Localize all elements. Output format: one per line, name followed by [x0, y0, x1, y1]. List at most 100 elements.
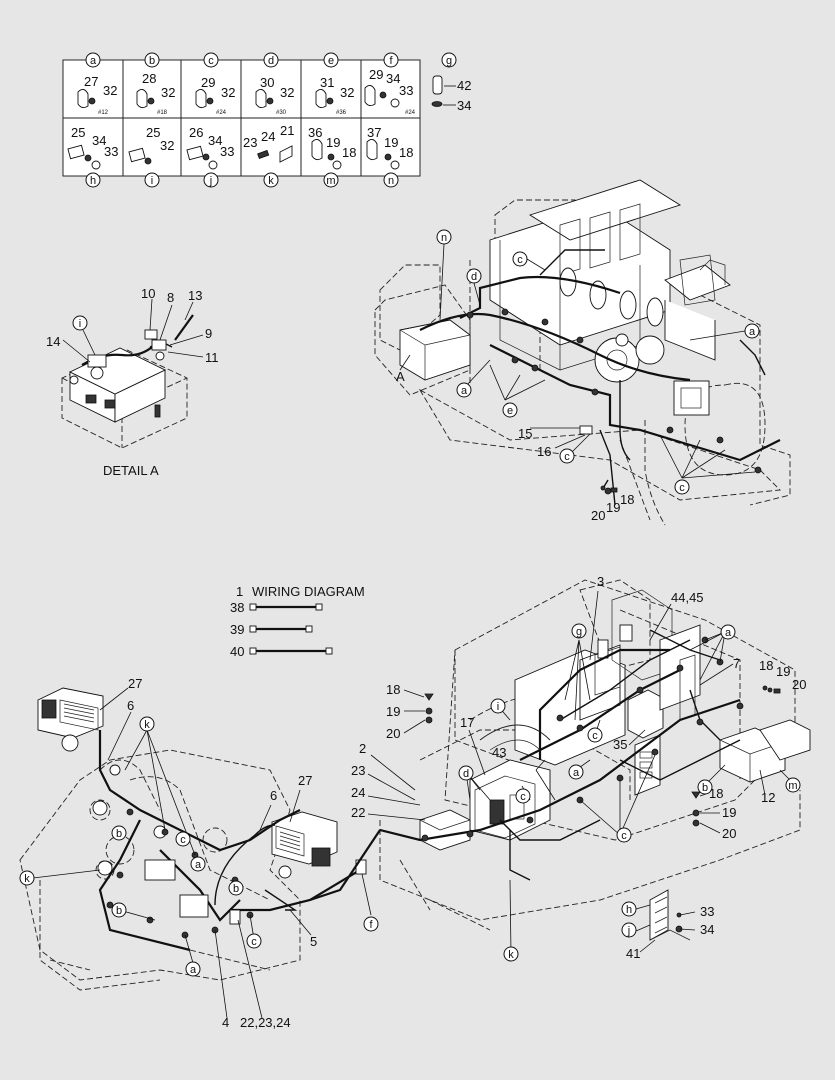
- svg-text:32: 32: [103, 83, 117, 98]
- label-c3: c: [520, 791, 526, 803]
- label-20a: 20: [386, 726, 400, 741]
- label-7: 7: [733, 656, 740, 671]
- label-a-left: a: [461, 385, 468, 397]
- hardware-stack-left: [424, 693, 434, 724]
- svg-text:c: c: [208, 55, 214, 67]
- label-22: 22: [351, 805, 365, 820]
- label-20: 20: [591, 508, 605, 523]
- legend-cell-f: f 29 34 33 #24: [364, 52, 416, 116]
- svg-text:42: 42: [457, 78, 471, 93]
- label-35: 35: [613, 737, 627, 752]
- svg-text:37: 37: [367, 125, 381, 140]
- wiring-diagram-legend: 1 WIRING DIAGRAM 38 39 40: [230, 584, 365, 659]
- label-34: 34: [700, 922, 714, 937]
- label-c4: c: [592, 730, 598, 742]
- legend-cell-k: k 23 24 21: [243, 123, 294, 188]
- svg-text:19: 19: [384, 135, 398, 150]
- label-c2: c: [251, 936, 257, 948]
- svg-text:d: d: [268, 55, 274, 67]
- label-c-mid: c: [564, 451, 570, 463]
- svg-text:#30: #30: [276, 110, 287, 116]
- label-n: n: [441, 232, 447, 244]
- label-18b: 18: [759, 658, 773, 673]
- svg-text:29: 29: [369, 67, 383, 82]
- svg-text:h: h: [90, 175, 96, 187]
- svg-text:27: 27: [84, 74, 98, 89]
- clamp-group: [649, 889, 691, 941]
- label-16: 16: [537, 444, 551, 459]
- legend-cell-i: i 25 32: [128, 125, 174, 188]
- label-m: m: [788, 780, 797, 792]
- label-c-top: c: [517, 254, 523, 266]
- svg-text:21: 21: [280, 123, 294, 138]
- svg-text:19: 19: [326, 135, 340, 150]
- svg-text:32: 32: [161, 85, 175, 100]
- legend-cell-n: n 37 19 18: [366, 125, 413, 188]
- label-8: 8: [167, 290, 174, 305]
- svg-text:32: 32: [160, 138, 174, 153]
- label-k-bottom: k: [508, 949, 514, 961]
- svg-text:e: e: [328, 55, 334, 67]
- label-h: h: [626, 904, 632, 916]
- label-k-top: k: [144, 719, 150, 731]
- label-19b: 19: [776, 664, 790, 679]
- label-j: j: [627, 925, 630, 937]
- label-18c: 18: [709, 786, 723, 801]
- label-f: f: [369, 919, 373, 931]
- svg-text:25: 25: [71, 125, 85, 140]
- label-18: 18: [620, 492, 634, 507]
- label-12: 12: [761, 790, 775, 805]
- machine-view: 27 6 k b c a b k b a c 4 22,23,24 5 f 6 …: [19, 574, 811, 1030]
- label-6b: 6: [270, 788, 277, 803]
- label-d: d: [463, 768, 469, 780]
- label-i: i: [79, 318, 81, 330]
- label-22-23-24: 22,23,24: [240, 1015, 291, 1030]
- wiring-item-38: 38: [230, 600, 244, 615]
- svg-text:34: 34: [92, 133, 106, 148]
- label-a-right: a: [749, 326, 756, 338]
- svg-text:33: 33: [399, 83, 413, 98]
- legend-cell-j: j 26 34 33: [186, 125, 234, 188]
- label-4: 4: [222, 1015, 229, 1030]
- label-44-45: 44,45: [671, 590, 704, 605]
- svg-text:31: 31: [320, 75, 334, 90]
- svg-text:g: g: [446, 55, 452, 67]
- label-19a: 19: [386, 704, 400, 719]
- label-20c: 20: [722, 826, 736, 841]
- legend-cell-h: h 25 34 33: [67, 125, 118, 188]
- legend-table: a 27 32 #12 b 28 32 #18 c 29 32 #24 d: [62, 52, 471, 188]
- label-33: 33: [700, 904, 714, 919]
- svg-text:#36: #36: [336, 110, 347, 116]
- detail-a-title: DETAIL A: [103, 463, 159, 478]
- svg-text:m: m: [326, 175, 335, 187]
- svg-text:34: 34: [208, 133, 222, 148]
- wiring-title-num: 1: [236, 584, 243, 599]
- engine-view: n d c a A a e 15 16 c c 18 19 20: [374, 179, 791, 526]
- svg-text:29: 29: [201, 75, 215, 90]
- legend-cell-c: c 29 32 #24: [195, 52, 235, 116]
- wiring-item-39: 39: [230, 622, 244, 637]
- label-20b: 20: [792, 677, 806, 692]
- svg-text:18: 18: [342, 145, 356, 160]
- label-b1: b: [116, 828, 122, 840]
- svg-text:#12: #12: [98, 110, 109, 116]
- label-k-left: k: [24, 873, 30, 885]
- label-17: 17: [460, 715, 474, 730]
- legend-cell-m: m 36 19 18: [308, 125, 356, 188]
- label-11: 11: [205, 350, 219, 365]
- label-13: 13: [188, 288, 202, 303]
- svg-text:34: 34: [386, 71, 400, 86]
- label-41: 41: [626, 946, 640, 961]
- svg-text:24: 24: [261, 129, 275, 144]
- svg-text:26: 26: [189, 125, 203, 140]
- label-19c: 19: [722, 805, 736, 820]
- label-18a: 18: [386, 682, 400, 697]
- label-5: 5: [310, 934, 317, 949]
- svg-text:33: 33: [104, 144, 118, 159]
- svg-text:#18: #18: [157, 110, 168, 116]
- label-c5: c: [621, 830, 627, 842]
- svg-text:k: k: [268, 175, 274, 187]
- legend-cell-d: d 30 32 #30: [255, 52, 294, 116]
- label-e: e: [507, 405, 513, 417]
- label-g: g: [576, 626, 582, 638]
